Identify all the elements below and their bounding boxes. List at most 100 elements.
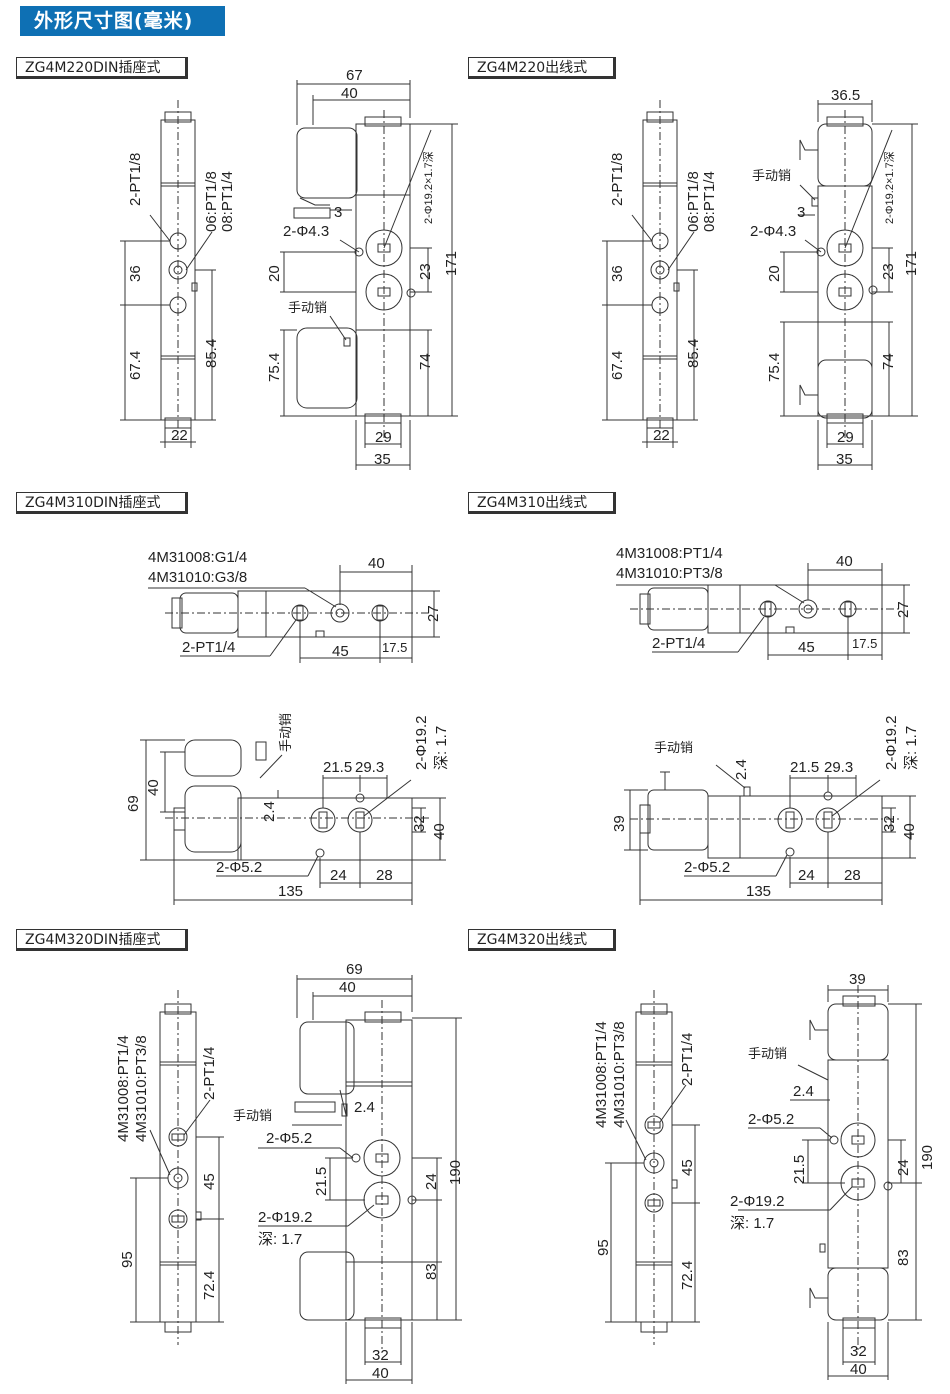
zg4m310-wire-top-view — [616, 563, 910, 660]
dim-label: 08:PT1/4 — [701, 171, 718, 232]
dim-label: 32 — [881, 815, 898, 832]
dim-label: 29.3 — [355, 759, 384, 776]
dim-label: 2-Φ5.2 — [748, 1111, 794, 1128]
dim-label: 67.4 — [609, 351, 626, 380]
dim-label: 4M31008:PT1/4 — [616, 545, 723, 562]
dim-label: 190 — [919, 1145, 936, 1170]
dim-label: 深: 1.7 — [258, 1231, 302, 1248]
zg4m220-wire-side-view — [780, 100, 918, 470]
dim-label: 2-Φ19.2×1.7深 — [883, 151, 896, 224]
dim-label: 72.4 — [201, 1271, 218, 1300]
dim-label: 40 — [341, 85, 358, 102]
dim-label: 74 — [417, 353, 434, 370]
dim-label: 27 — [425, 605, 442, 622]
dim-label: 40 — [901, 823, 918, 840]
dim-label: 2.4 — [261, 801, 278, 822]
dim-label: 24 — [895, 1159, 912, 1176]
dim-label: 2-PT1/8 — [609, 153, 626, 206]
zg4m320-wire-front-view — [605, 990, 700, 1345]
dim-label: 3 — [334, 204, 342, 221]
dim-label: 45 — [332, 643, 349, 660]
dim-label: 45 — [798, 639, 815, 656]
dim-label: 4M31008:PT1/4 — [593, 1021, 610, 1128]
dim-label: 2-Φ19.2 — [730, 1193, 785, 1210]
dim-label: 40 — [368, 555, 385, 572]
dim-label: 36 — [127, 265, 144, 282]
dim-label: 21.5 — [313, 1167, 330, 1196]
section-label-zg4m310-wire: ZG4M310出线式 — [468, 492, 616, 514]
dim-label: 171 — [903, 251, 920, 276]
dim-label: 2-PT1/8 — [127, 153, 144, 206]
dim-label: 2-Φ5.2 — [216, 859, 262, 876]
manual-pin-label: 手动销 — [288, 300, 327, 315]
dim-label: 2-Φ19.2 — [413, 716, 430, 771]
dim-label: 135 — [278, 883, 303, 900]
zg4m320-wire-side-view — [738, 985, 922, 1380]
section-label-zg4m220din: ZG4M220DIN插座式 — [16, 57, 188, 79]
section-label-zg4m320din: ZG4M320DIN插座式 — [16, 929, 188, 951]
dim-label: 24 — [798, 867, 815, 884]
dim-label: 75.4 — [766, 353, 783, 382]
dim-label: 2.4 — [793, 1083, 814, 1100]
dim-label: 06:PT1/8 — [685, 171, 702, 232]
dim-label: 2-PT1/4 — [679, 1033, 696, 1086]
dim-label: 40 — [850, 1361, 867, 1378]
dim-label: 23 — [880, 263, 897, 280]
section-label-zg4m320-wire: ZG4M320出线式 — [468, 929, 616, 951]
dim-label: 4M31008:G1/4 — [148, 549, 247, 566]
dim-label: 29 — [837, 429, 854, 446]
dim-label: 40 — [339, 979, 356, 996]
dim-label: 4M31010:PT3/8 — [133, 1035, 150, 1142]
dim-label: 69 — [346, 961, 363, 978]
dim-label: 21.5 — [323, 759, 352, 776]
manual-pin-label: 手动销 — [752, 168, 791, 183]
dim-label: 17.5 — [382, 640, 407, 655]
manual-pin-label: 手动销 — [233, 1108, 272, 1123]
dim-label: 4M31010:PT3/8 — [616, 565, 723, 582]
section-label-zg4m220-wire: ZG4M220出线式 — [468, 57, 616, 79]
dim-label: 45 — [201, 1173, 218, 1190]
zg4m220-wire-front-view — [602, 100, 698, 448]
dim-label: 95 — [119, 1251, 136, 1268]
dim-label: 74 — [880, 353, 897, 370]
dim-label: 2-Φ4.3 — [750, 223, 796, 240]
dim-label: 95 — [595, 1239, 612, 1256]
dim-label: 08:PT1/4 — [219, 171, 236, 232]
dim-label: 39 — [611, 815, 628, 832]
manual-pin-label: 手动销 — [278, 713, 293, 752]
dim-label: 06:PT1/8 — [203, 171, 220, 232]
dim-label: 21.5 — [791, 1155, 808, 1184]
dim-label: 190 — [447, 1160, 464, 1185]
dim-label: 72.4 — [679, 1261, 696, 1290]
dim-label: 171 — [443, 251, 460, 276]
dim-label: 2-Φ5.2 — [266, 1130, 312, 1147]
dim-label: 29.3 — [824, 759, 853, 776]
dim-label: 2-Φ19.2 — [883, 716, 900, 771]
dim-label: 36.5 — [831, 87, 860, 104]
dim-label: 4M31010:PT3/8 — [611, 1021, 628, 1128]
dim-label: 35 — [374, 451, 391, 468]
manual-pin-label: 手动销 — [654, 740, 693, 755]
dim-label: 83 — [895, 1249, 912, 1266]
dim-label: 27 — [895, 601, 912, 618]
dim-label: 83 — [423, 1263, 440, 1280]
dim-label: 32 — [411, 815, 428, 832]
page-title: 外形尺寸图(毫米) — [20, 6, 225, 36]
manual-pin-label: 手动销 — [748, 1046, 787, 1061]
dim-label: 2-Φ5.2 — [684, 859, 730, 876]
dim-label: 3 — [797, 204, 805, 221]
dim-label: 20 — [266, 265, 283, 282]
zg4m220din-front-view — [120, 100, 216, 448]
dim-label: 67.4 — [127, 351, 144, 380]
zg4m220din-side-view — [280, 80, 458, 470]
dim-label: 75.4 — [266, 353, 283, 382]
dim-label: 2-PT1/4 — [182, 639, 235, 656]
dim-label: 28 — [844, 867, 861, 884]
dim-label: 28 — [376, 867, 393, 884]
zg4m310din-top-view — [148, 565, 440, 663]
dim-label: 23 — [417, 263, 434, 280]
dim-label: 2-PT1/4 — [201, 1047, 218, 1100]
dim-label: 40 — [372, 1365, 389, 1382]
dim-label: 深: 1.7 — [433, 726, 450, 770]
